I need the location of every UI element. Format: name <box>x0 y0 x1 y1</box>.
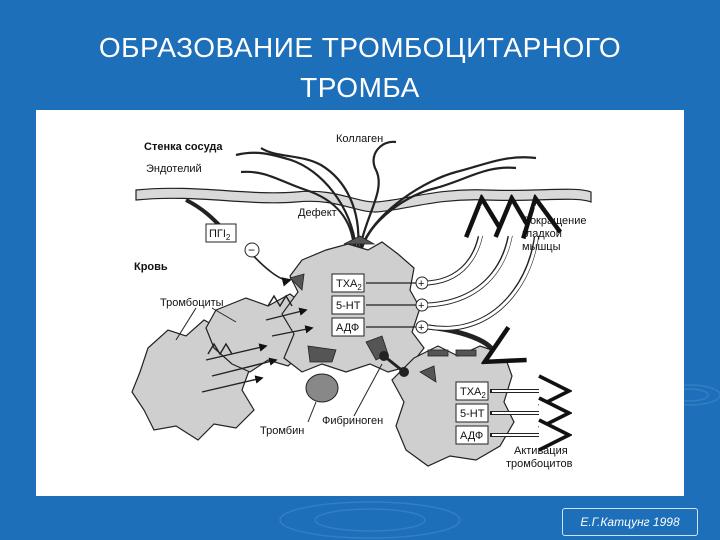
platelet-granules <box>289 235 477 383</box>
mediator-txa2-left: ТХА2 <box>336 278 362 292</box>
label-defect: Дефект <box>298 207 337 219</box>
thrombin-body <box>305 373 339 403</box>
minus-sign-circle <box>244 242 260 258</box>
mediator-adp-right: АДФ <box>460 430 483 442</box>
label-smooth-muscle-3: мышцы <box>522 241 561 253</box>
label-platelets: Тромбоциты <box>160 297 224 309</box>
fibrinogen-node-1 <box>379 351 389 361</box>
slide-title: ОБРАЗОВАНИЕ ТРОМБОЦИТАРНОГО ТРОМБА <box>0 28 720 108</box>
author-credit: Е.Г.Катцунг 1998 <box>562 508 698 536</box>
mediator-adp-left: АДФ <box>336 322 359 334</box>
pgi2-box <box>205 223 237 243</box>
title-line-1: ОБРАЗОВАНИЕ ТРОМБОЦИТАРНОГО <box>98 32 622 63</box>
mediator-boxes-central: ТХА2 5-НТ АДФ <box>331 273 365 337</box>
fibrinogen-node-2 <box>399 367 409 377</box>
label-smooth-muscle-1: Сокращение <box>522 215 587 227</box>
label-vessel-wall: Стенка сосуда <box>144 141 223 153</box>
label-endothelium: Эндотелий <box>146 163 202 175</box>
minus-sign: − <box>248 243 255 257</box>
activation-arrows-inner <box>492 390 562 436</box>
mediator-boxes-right: ТХА2 5-НТ АДФ <box>455 381 489 445</box>
plus-signs: + + + <box>415 276 429 334</box>
collagen-fibers <box>235 140 537 249</box>
thrombin-pointer <box>307 401 317 423</box>
mediator-txa2-right: ТХА2 <box>460 386 486 400</box>
label-activation-1: Активация <box>514 445 568 457</box>
label-activation-2: тромбоцитов <box>506 458 573 470</box>
mediator-5ht-right: 5-НТ <box>460 408 485 420</box>
positive-feedback-lines <box>366 282 416 328</box>
plus-sign-1: + <box>418 278 424 290</box>
release-arrows-inner <box>427 205 539 330</box>
label-thrombin: Тромбин <box>260 425 304 437</box>
aggregation-arrows <box>201 294 314 393</box>
mediator-5ht-left: 5-НТ <box>336 300 361 312</box>
platelets-pointer <box>175 307 197 341</box>
platelets-pointer-2 <box>211 307 237 323</box>
plus-sign-2: + <box>418 300 424 312</box>
label-smooth-muscle-2: гладкой <box>522 228 562 240</box>
title-line-2: ТРОМБА <box>300 72 420 103</box>
label-collagen: Коллаген <box>336 133 383 145</box>
plus-sign-3: + <box>418 322 424 334</box>
vessel-wall <box>135 187 592 213</box>
pgi2-label: ПГI2 <box>209 228 231 242</box>
fibrinogen-pointer <box>353 363 383 417</box>
thrombus-diagram: ТХА2 5-НТ АДФ ТХА2 5-НТ АДФ + + + <box>36 110 684 496</box>
label-blood: Кровь <box>134 261 168 273</box>
platelet-right <box>391 345 515 467</box>
label-fibrinogen: Фибриноген <box>322 415 383 427</box>
